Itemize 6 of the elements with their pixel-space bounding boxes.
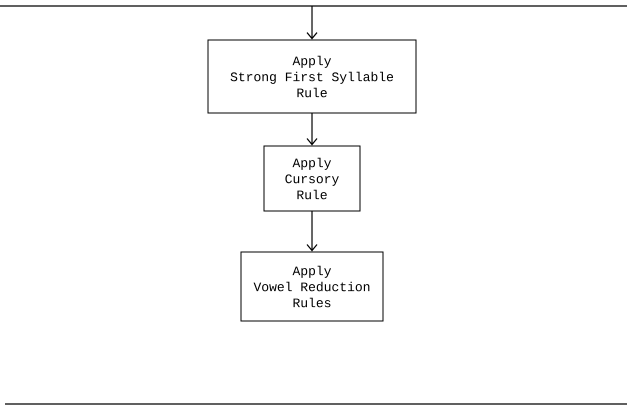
arrow [306,114,318,146]
process-box: Apply Cursory Rule [264,146,360,212]
process-box: Apply Vowel Reduction Rules [240,252,384,322]
arrow [306,6,318,40]
arrow [306,212,318,252]
process-box: Apply Strong First Syllable Rule [208,40,416,114]
